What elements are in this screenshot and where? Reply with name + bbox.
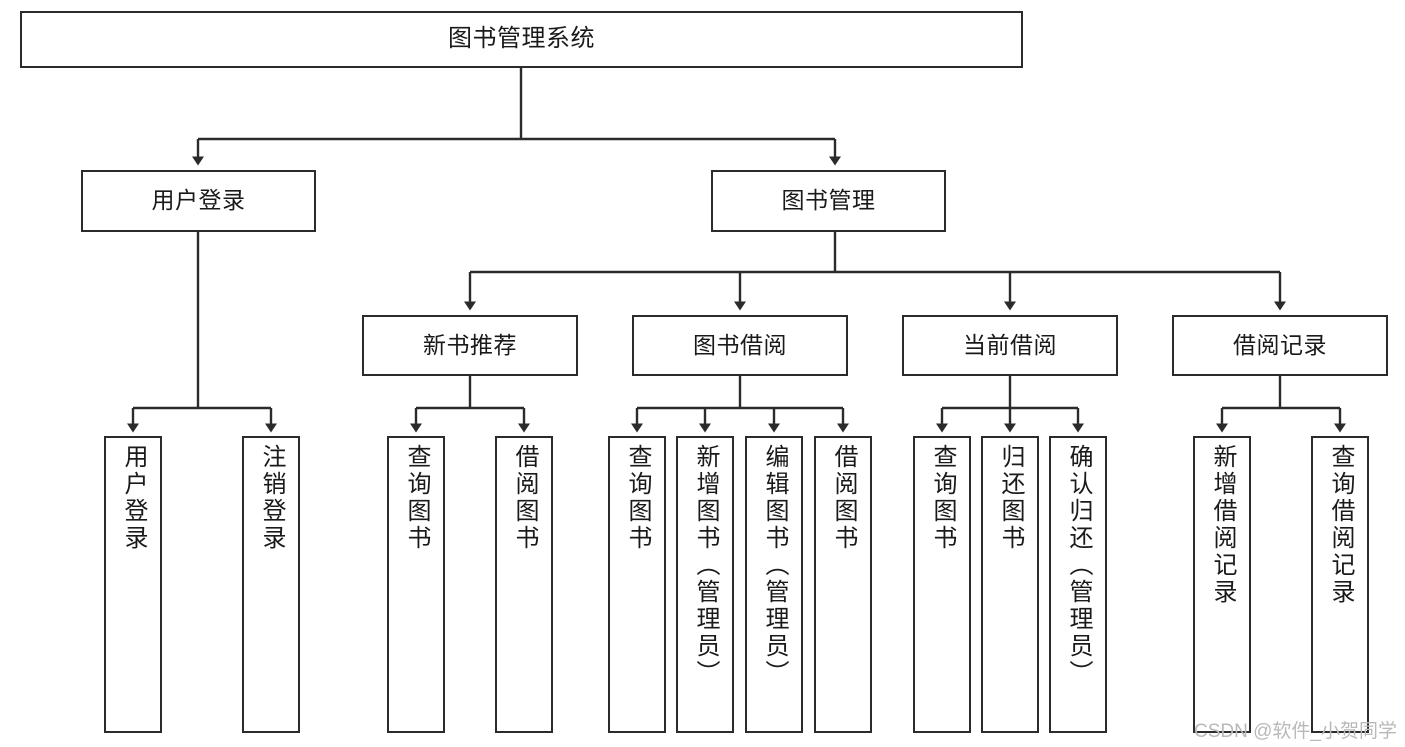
node-borrow-record[interactable]: 借阅记录 <box>1172 315 1388 376</box>
leaf-query-book-3[interactable]: 查询图书 <box>913 436 971 733</box>
leaf-confirm-return[interactable]: 确认归还（管理员） <box>1049 436 1107 733</box>
node-borrow-record-label: 借阅记录 <box>1233 331 1327 358</box>
leaf-query-book-2[interactable]: 查询图书 <box>608 436 666 733</box>
node-current-borrow[interactable]: 当前借阅 <box>902 315 1118 376</box>
leaf-add-book-label: 新增图书（管理员） <box>692 444 719 687</box>
leaf-query-book-1-label: 查询图书 <box>403 444 430 552</box>
leaf-borrow-book-2-label: 借阅图书 <box>830 444 857 552</box>
leaf-return-book-label: 归还图书 <box>997 444 1024 552</box>
leaf-query-record-label: 查询借阅记录 <box>1327 444 1354 606</box>
leaf-confirm-return-label: 确认归还（管理员） <box>1065 444 1092 687</box>
leaf-query-book-1[interactable]: 查询图书 <box>387 436 445 733</box>
leaf-user-login-label: 用户登录 <box>120 444 147 552</box>
leaf-edit-book[interactable]: 编辑图书（管理员） <box>745 436 803 733</box>
node-user-login[interactable]: 用户登录 <box>81 170 316 232</box>
leaf-edit-book-label: 编辑图书（管理员） <box>761 444 788 687</box>
leaf-user-login[interactable]: 用户登录 <box>104 436 162 733</box>
node-user-login-label: 用户登录 <box>151 187 246 214</box>
leaf-borrow-book-2[interactable]: 借阅图书 <box>814 436 872 733</box>
node-book-borrow[interactable]: 图书借阅 <box>632 315 848 376</box>
leaf-add-record[interactable]: 新增借阅记录 <box>1193 436 1251 733</box>
node-book-borrow-label: 图书借阅 <box>693 331 787 358</box>
leaf-add-record-label: 新增借阅记录 <box>1209 444 1236 606</box>
leaf-logout-label: 注销登录 <box>258 444 285 552</box>
leaf-add-book[interactable]: 新增图书（管理员） <box>676 436 734 733</box>
leaf-borrow-book-1[interactable]: 借阅图书 <box>495 436 553 733</box>
node-current-borrow-label: 当前借阅 <box>963 331 1057 358</box>
leaf-query-record[interactable]: 查询借阅记录 <box>1311 436 1369 733</box>
node-book-manage[interactable]: 图书管理 <box>711 170 946 232</box>
leaf-borrow-book-1-label: 借阅图书 <box>511 444 538 552</box>
node-new-book-rec-label: 新书推荐 <box>423 331 517 358</box>
node-root[interactable]: 图书管理系统 <box>20 11 1023 68</box>
leaf-return-book[interactable]: 归还图书 <box>981 436 1039 733</box>
csdn-watermark: CSDN @软件_小贺同学 <box>1194 721 1397 742</box>
leaf-query-book-2-label: 查询图书 <box>624 444 651 552</box>
node-root-label: 图书管理系统 <box>448 25 595 53</box>
node-new-book-rec[interactable]: 新书推荐 <box>362 315 578 376</box>
leaf-logout[interactable]: 注销登录 <box>242 436 300 733</box>
node-book-manage-label: 图书管理 <box>781 187 876 214</box>
leaf-query-book-3-label: 查询图书 <box>929 444 956 552</box>
